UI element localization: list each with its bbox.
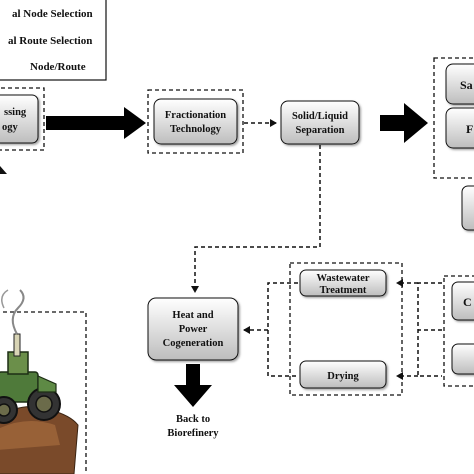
- node-box: [153, 98, 238, 145]
- legend-item-route-selection: al Route Selection: [8, 35, 92, 47]
- legend-item-node-route: Node/Route: [30, 61, 86, 73]
- legend-item-node-selection: al Node Selection: [12, 8, 93, 20]
- node-label-line2: ogy: [2, 122, 19, 133]
- dashed-frame: [443, 275, 474, 387]
- dashed-frame: [147, 89, 244, 154]
- dashed-frame: [0, 311, 87, 474]
- node-group-treatment: Wastewater Treatment Drying: [289, 262, 403, 396]
- node-label-line2: Separation: [295, 125, 344, 136]
- node-box: [280, 100, 360, 145]
- dashed-frame: [289, 262, 403, 396]
- node-group-right-bottom: C: [443, 275, 474, 387]
- node-solid-liquid-separation: Solid/Liquid Separation: [280, 100, 360, 145]
- node-box-b: [445, 107, 474, 149]
- tractor-clipart-icon: [0, 289, 87, 474]
- back-to-biorefinery-line2: Biorefinery: [167, 428, 219, 439]
- node-label-line1: ssing: [4, 107, 27, 118]
- node-box-a: [445, 63, 474, 105]
- back-to-biorefinery-line1: Back to: [176, 414, 210, 425]
- node-fractionation-technology: Fractionation Technology: [147, 89, 244, 154]
- thick-arrow-right-1: [46, 107, 146, 139]
- node-label-line1: Solid/Liquid: [292, 111, 348, 122]
- node-label-line2: Technology: [170, 124, 222, 135]
- thick-arrow-down: [174, 364, 212, 407]
- legend: al Node Selection al Route Selection Nod…: [0, 0, 107, 81]
- node-label-b: F: [466, 122, 473, 136]
- thick-arrow-right-2: [380, 103, 428, 143]
- node-label-line3: Cogeneration: [163, 338, 224, 349]
- node-label-line1: Heat and: [172, 310, 213, 321]
- node-label-line1: Wastewater: [316, 273, 369, 284]
- node-heat-power-cogeneration: Heat and Power Cogeneration: [147, 297, 239, 361]
- node-label-line1: Fractionation: [165, 110, 226, 121]
- node-right-middle-partial: [461, 185, 474, 231]
- dashed-bracket-left: [267, 282, 298, 377]
- node-label: Drying: [327, 371, 359, 382]
- node-box-c: [451, 281, 474, 321]
- dashed-route-separation-to-cogeneration: [191, 145, 321, 293]
- dashed-frame: [433, 57, 474, 179]
- node-processing-technology: ssing ogy: [0, 87, 45, 151]
- legend-box: [0, 0, 107, 81]
- dashed-frame: [0, 87, 45, 151]
- node-group-top-right: Sa F: [433, 57, 474, 179]
- node-label-c: C: [463, 295, 472, 309]
- node-box-d: [451, 343, 474, 375]
- node-drying: [299, 360, 387, 389]
- node-wastewater-treatment: [299, 269, 387, 297]
- node-box: [0, 94, 39, 144]
- arrow-up-icon: [0, 166, 7, 174]
- node-label-line2: Treatment: [320, 285, 367, 296]
- node-label-line2: Power: [179, 324, 208, 335]
- node-box: [147, 297, 239, 361]
- node-label-a: Sa: [460, 78, 473, 92]
